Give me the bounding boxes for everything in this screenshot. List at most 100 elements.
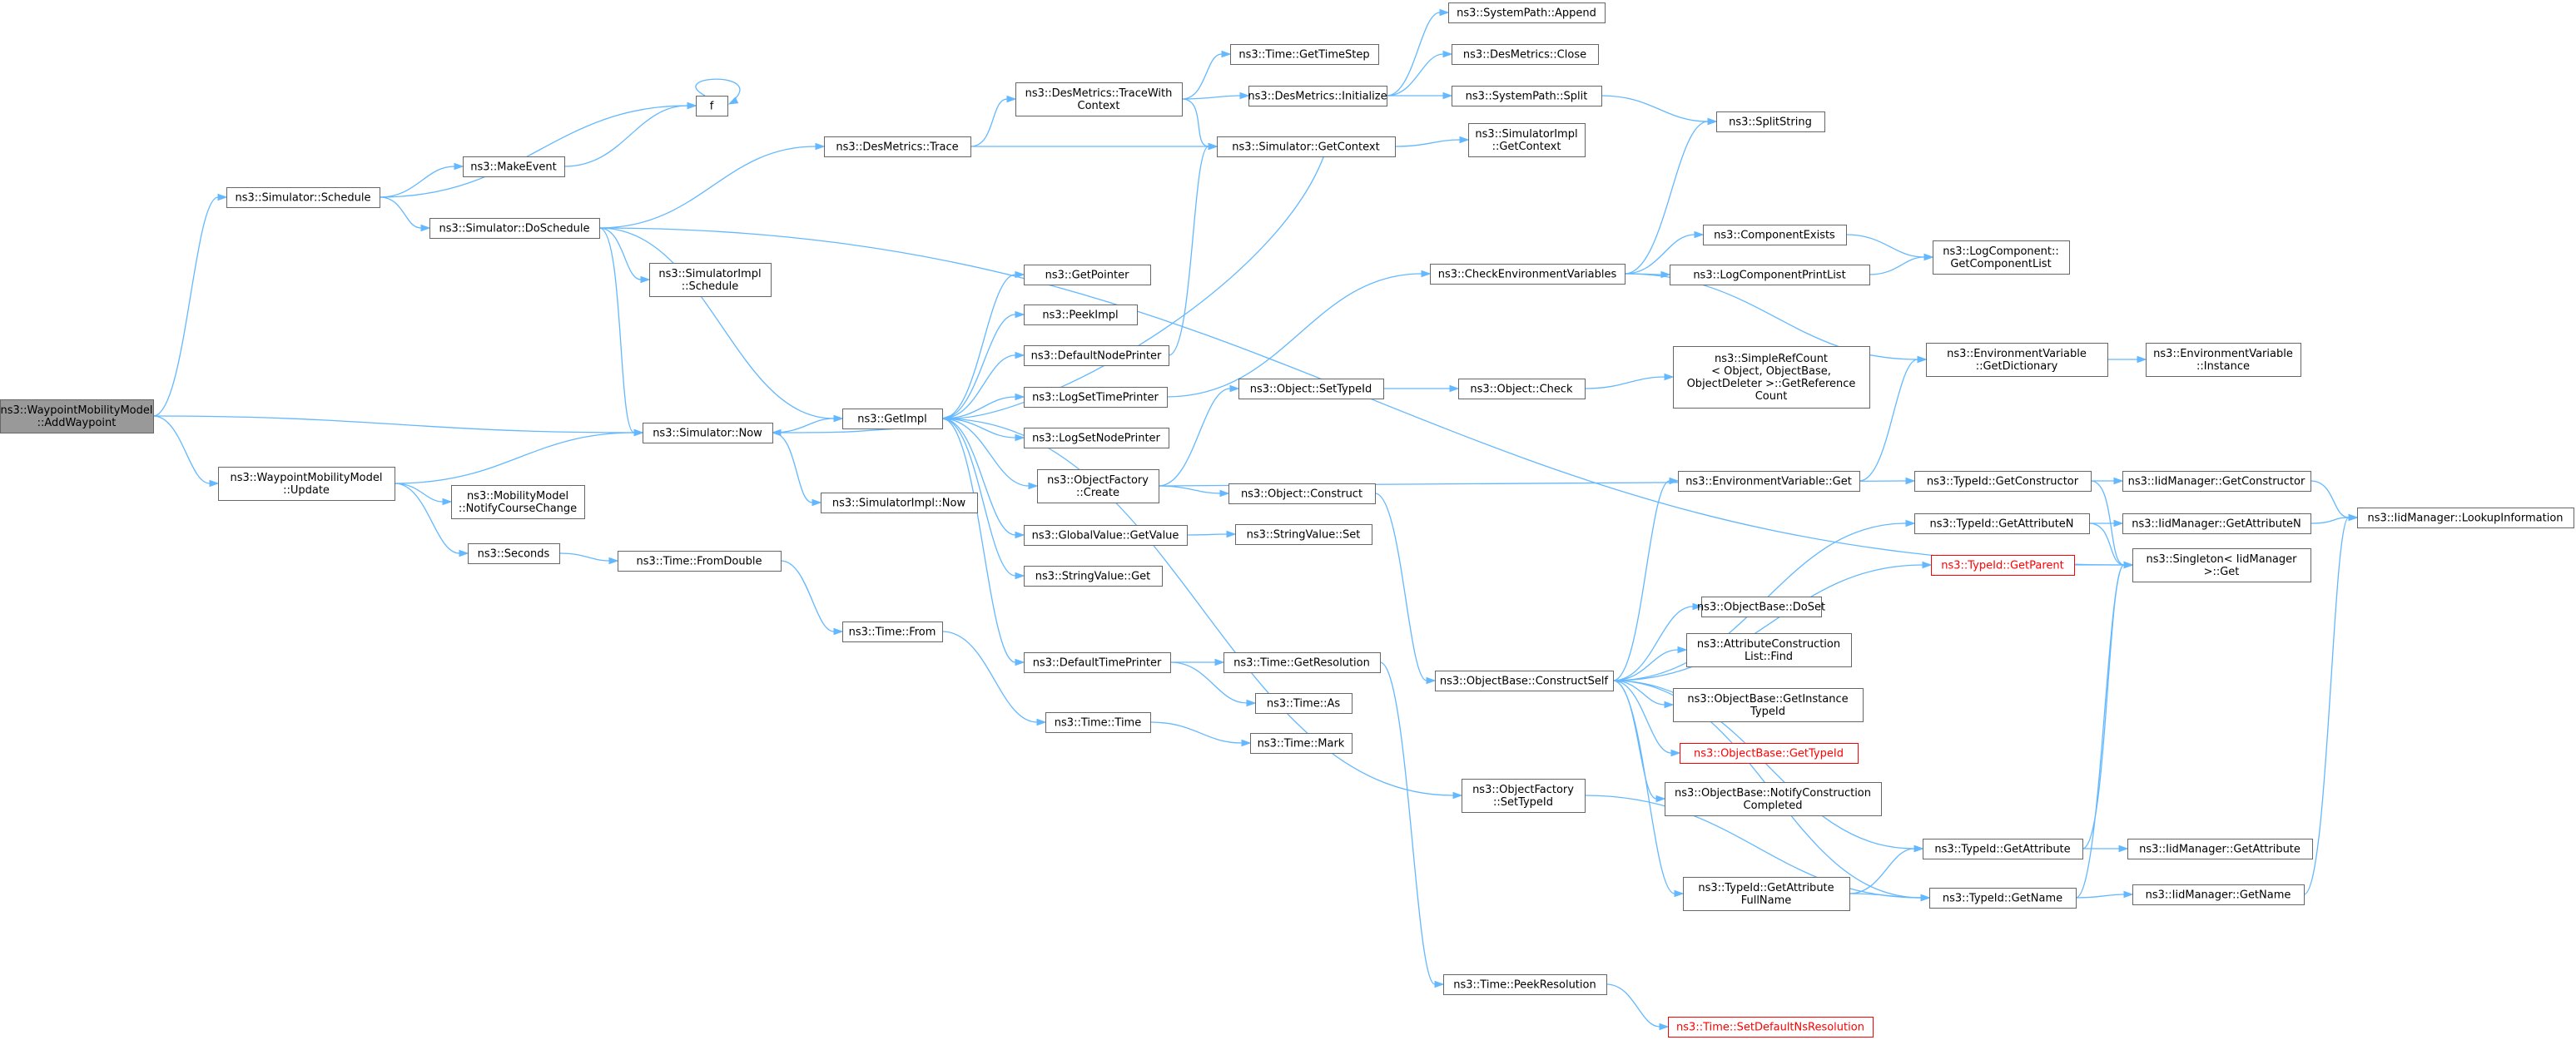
node-f[interactable]: f bbox=[696, 96, 728, 116]
node-comp-exists[interactable]: ns3::ComponentExists bbox=[1703, 225, 1847, 245]
node-of-create[interactable]: ns3::ObjectFactory::Create bbox=[1037, 469, 1159, 503]
edge-des-init-to-sp-split bbox=[1387, 92, 1453, 100]
node-peek-resolution[interactable]: ns3::Time::PeekResolution bbox=[1443, 974, 1607, 995]
node-iid-get-attribute[interactable]: ns3::IidManager::GetAttribute bbox=[2127, 839, 2313, 859]
node-label: Completed bbox=[1744, 800, 1803, 812]
edge-gv-get-value-to-sv-set bbox=[1186, 530, 1237, 538]
node-log-set-node-printer[interactable]: ns3::LogSetNodePrinter bbox=[1024, 428, 1169, 448]
node-ti-get-name[interactable]: ns3::TypeId::GetName bbox=[1929, 888, 2077, 909]
node-of-set-type-id[interactable]: ns3::ObjectFactory::SetTypeId bbox=[1462, 779, 1586, 813]
node-obj-set-type-id[interactable]: ns3::Object::SetTypeId bbox=[1238, 379, 1384, 399]
edge-iid-get-name-to-iid-lookup bbox=[2303, 513, 2359, 895]
node-sp-append[interactable]: ns3::SystemPath::Append bbox=[1448, 2, 1606, 23]
node-get-impl[interactable]: ns3::GetImpl bbox=[842, 409, 943, 429]
edge-arrowhead bbox=[454, 162, 464, 171]
node-add-waypoint[interactable]: ns3::WaypointMobilityModel::AddWaypoint bbox=[0, 399, 154, 433]
node-peek-impl[interactable]: ns3::PeekImpl bbox=[1024, 305, 1138, 325]
edge-do-schedule-to-sim-now bbox=[598, 227, 644, 437]
edge-arrowhead bbox=[1922, 561, 1933, 569]
node-split-string[interactable]: ns3::SplitString bbox=[1716, 111, 1825, 132]
edge-ti-get-attribute-n-to-iid-get-attribute-n bbox=[2089, 519, 2124, 527]
node-env-get-dict[interactable]: ns3::EnvironmentVariable::GetDictionary bbox=[1926, 343, 2108, 377]
node-time-as[interactable]: ns3::Time::As bbox=[1255, 693, 1353, 714]
edge-arrowhead bbox=[640, 275, 651, 284]
edge-arrowhead bbox=[1920, 894, 1931, 902]
node-ti-get-attribute-n[interactable]: ns3::TypeId::GetAttributeN bbox=[1914, 513, 2090, 534]
node-des-trace[interactable]: ns3::DesMetrics::Trace bbox=[824, 136, 971, 157]
node-log-comp-print[interactable]: ns3::LogComponentPrintList bbox=[1670, 265, 1870, 285]
node-iid-get-constructor[interactable]: ns3::IidManager::GetConstructor bbox=[2122, 471, 2311, 492]
node-sv-set[interactable]: ns3::StringValue::Set bbox=[1235, 524, 1372, 545]
node-get-pointer[interactable]: ns3::GetPointer bbox=[1024, 265, 1151, 285]
edge-arrowhead bbox=[1439, 8, 1450, 17]
node-time-mark[interactable]: ns3::Time::Mark bbox=[1250, 733, 1353, 754]
edge-arrowhead bbox=[608, 557, 619, 565]
node-label: ns3::SimpleRefCount bbox=[1715, 353, 1828, 365]
node-ti-get-parent[interactable]: ns3::TypeId::GetParent bbox=[1931, 555, 2075, 576]
node-do-schedule[interactable]: ns3::Simulator::DoSchedule bbox=[429, 218, 600, 239]
node-obj-construct[interactable]: ns3::Object::Construct bbox=[1228, 483, 1376, 504]
node-label: ns3::ObjectBase::DoSet bbox=[1697, 602, 1825, 614]
node-sim-now[interactable]: ns3::Simulator::Now bbox=[643, 423, 773, 443]
edge-arrowhead bbox=[1006, 95, 1017, 103]
edge-arrowhead bbox=[1226, 530, 1237, 538]
node-label: ns3::EnvironmentVariable::Get bbox=[1685, 476, 1852, 488]
node-env-get[interactable]: ns3::EnvironmentVariable::Get bbox=[1678, 471, 1860, 492]
edge-get-impl-to-of-create bbox=[941, 418, 1039, 490]
node-label: ns3::Time::Mark bbox=[1258, 738, 1345, 750]
node-sp-split[interactable]: ns3::SystemPath::Split bbox=[1452, 86, 1602, 106]
node-iid-get-name[interactable]: ns3::IidManager::GetName bbox=[2132, 884, 2305, 905]
node-schedule[interactable]: ns3::Simulator::Schedule bbox=[226, 187, 380, 208]
edge-time-time-to-time-mark bbox=[1149, 721, 1252, 747]
node-iid-lookup[interactable]: ns3::IidManager::LookupInformation bbox=[2357, 508, 2574, 528]
node-time-time[interactable]: ns3::Time::Time bbox=[1045, 712, 1151, 733]
node-label: ::SetTypeId bbox=[1493, 796, 1553, 809]
node-ob-do-set[interactable]: ns3::ObjectBase::DoSet bbox=[1697, 597, 1825, 617]
node-env-instance[interactable]: ns3::EnvironmentVariable::Instance bbox=[2146, 343, 2301, 377]
node-get-comp-list[interactable]: ns3::LogComponent::GetComponentList bbox=[1933, 240, 2070, 275]
call-graph-edges bbox=[152, 8, 2359, 1031]
node-ob-notify-constr[interactable]: ns3::ObjectBase::NotifyConstructionCompl… bbox=[1665, 782, 1882, 816]
node-ti-get-constructor[interactable]: ns3::TypeId::GetConstructor bbox=[1914, 471, 2092, 492]
node-obj-check[interactable]: ns3::Object::Check bbox=[1458, 379, 1586, 399]
node-singleton-get[interactable]: ns3::Singleton< IidManager>::Get bbox=[2132, 548, 2311, 582]
edge-ob-construct-self-to-env-get bbox=[1612, 477, 1680, 681]
node-impl-schedule[interactable]: ns3::SimulatorImpl::Schedule bbox=[649, 263, 772, 297]
node-impl-get-context[interactable]: ns3::SimulatorImpl::GetContext bbox=[1468, 123, 1586, 157]
node-des-close[interactable]: ns3::DesMetrics::Close bbox=[1452, 44, 1599, 65]
edge-arrowhead bbox=[1015, 310, 1025, 319]
node-label: ns3::StringValue::Get bbox=[1035, 571, 1150, 583]
node-sv-get[interactable]: ns3::StringValue::Get bbox=[1024, 566, 1163, 587]
node-label: ns3::LogSetNodePrinter bbox=[1032, 433, 1160, 445]
node-sim-get-context[interactable]: ns3::Simulator::GetContext bbox=[1217, 136, 1396, 157]
node-from-double[interactable]: ns3::Time::FromDouble bbox=[618, 551, 782, 572]
node-time-from[interactable]: ns3::Time::From bbox=[842, 622, 943, 642]
edge-get-resolution-to-peek-resolution bbox=[1379, 661, 1445, 988]
node-check-env[interactable]: ns3::CheckEnvironmentVariables bbox=[1430, 264, 1626, 285]
node-gv-get-value[interactable]: ns3::GlobalValue::GetValue bbox=[1024, 525, 1188, 546]
node-def-time-printer[interactable]: ns3::DefaultTimePrinter bbox=[1024, 652, 1171, 673]
edge-des-init-to-sp-append bbox=[1386, 8, 1450, 97]
edge-arrowhead bbox=[1442, 92, 1453, 100]
node-iid-get-attribute-n[interactable]: ns3::IidManager::GetAttributeN bbox=[2122, 513, 2311, 534]
node-label: ::AddWaypoint bbox=[37, 417, 117, 429]
node-update[interactable]: ns3::WaypointMobilityModel::Update bbox=[218, 467, 395, 501]
node-src-get-ref[interactable]: ns3::SimpleRefCount< Object, ObjectBase,… bbox=[1673, 346, 1870, 409]
node-ob-get-type-id[interactable]: ns3::ObjectBase::GetTypeId bbox=[1680, 743, 1859, 764]
node-def-node-printer[interactable]: ns3::DefaultNodePrinter bbox=[1024, 345, 1169, 366]
node-set-def-ns-res[interactable]: ns3::Time::SetDefaultNsResolution bbox=[1668, 1017, 1874, 1038]
node-seconds[interactable]: ns3::Seconds bbox=[468, 543, 560, 564]
node-get-resolution[interactable]: ns3::Time::GetResolution bbox=[1223, 652, 1381, 673]
node-ob-construct-self[interactable]: ns3::ObjectBase::ConstructSelf bbox=[1435, 671, 1614, 691]
node-get-time-step[interactable]: ns3::Time::GetTimeStep bbox=[1230, 44, 1379, 65]
node-notify-course-change[interactable]: ns3::MobilityModel::NotifyCourseChange bbox=[451, 485, 585, 519]
node-ti-get-attribute[interactable]: ns3::TypeId::GetAttribute bbox=[1923, 839, 2083, 859]
node-log-set-time-printer[interactable]: ns3::LogSetTimePrinter bbox=[1024, 387, 1168, 408]
node-make-event[interactable]: ns3::MakeEvent bbox=[463, 156, 565, 177]
node-des-init[interactable]: ns3::DesMetrics::Initialize bbox=[1248, 86, 1387, 106]
node-impl-now[interactable]: ns3::SimulatorImpl::Now bbox=[821, 493, 978, 513]
